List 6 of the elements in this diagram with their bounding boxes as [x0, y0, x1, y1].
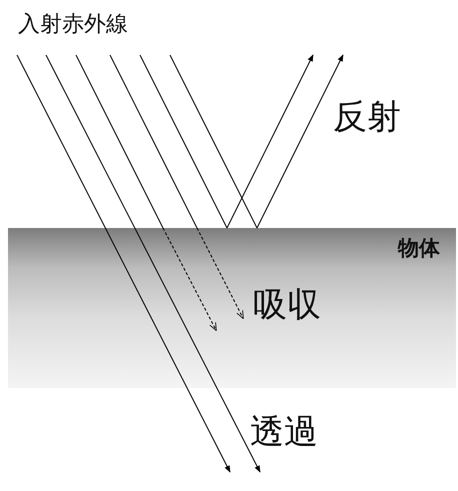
- object-label: 物体: [398, 238, 440, 259]
- reflection-label: 反射: [333, 100, 401, 134]
- incident-infrared-label: 入射赤外線: [18, 14, 128, 36]
- transmission-label: 透過: [250, 415, 318, 449]
- absorption-label: 吸収: [253, 288, 321, 322]
- object-band: [8, 228, 456, 388]
